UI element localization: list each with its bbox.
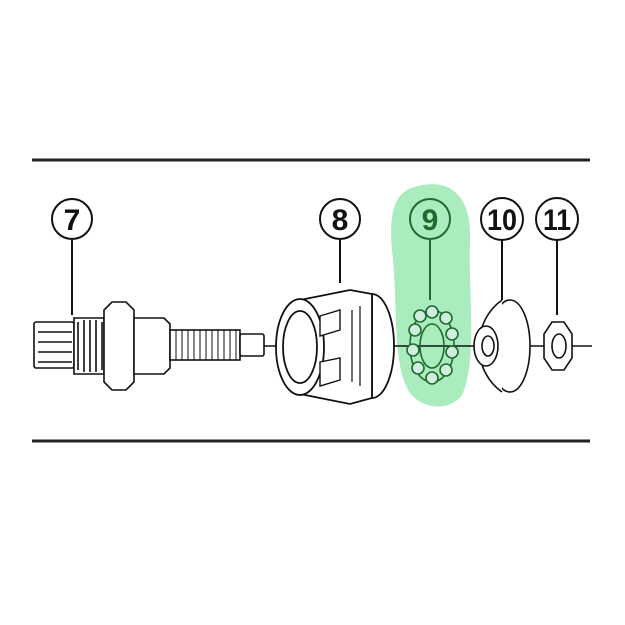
callout-11[interactable]: 11	[535, 197, 579, 241]
callout-label: 10	[487, 204, 517, 237]
part-9-ball-retainer[interactable]	[406, 305, 459, 385]
leader-lines	[71, 240, 558, 315]
part-8-driver[interactable]	[275, 289, 395, 405]
callout-7[interactable]: 7	[51, 198, 93, 240]
callout-10[interactable]: 10	[480, 197, 524, 241]
callout-label: 11	[543, 204, 571, 237]
part-7-axle[interactable]	[33, 301, 265, 391]
part-11-lock-nut[interactable]	[543, 321, 573, 371]
part-10-cone[interactable]	[473, 299, 531, 393]
callout-label: 8	[332, 204, 349, 237]
callout-8[interactable]: 8	[319, 198, 361, 240]
callout-label: 7	[64, 204, 81, 237]
callout-label: 9	[422, 204, 439, 237]
callout-9[interactable]: 9	[409, 198, 451, 240]
